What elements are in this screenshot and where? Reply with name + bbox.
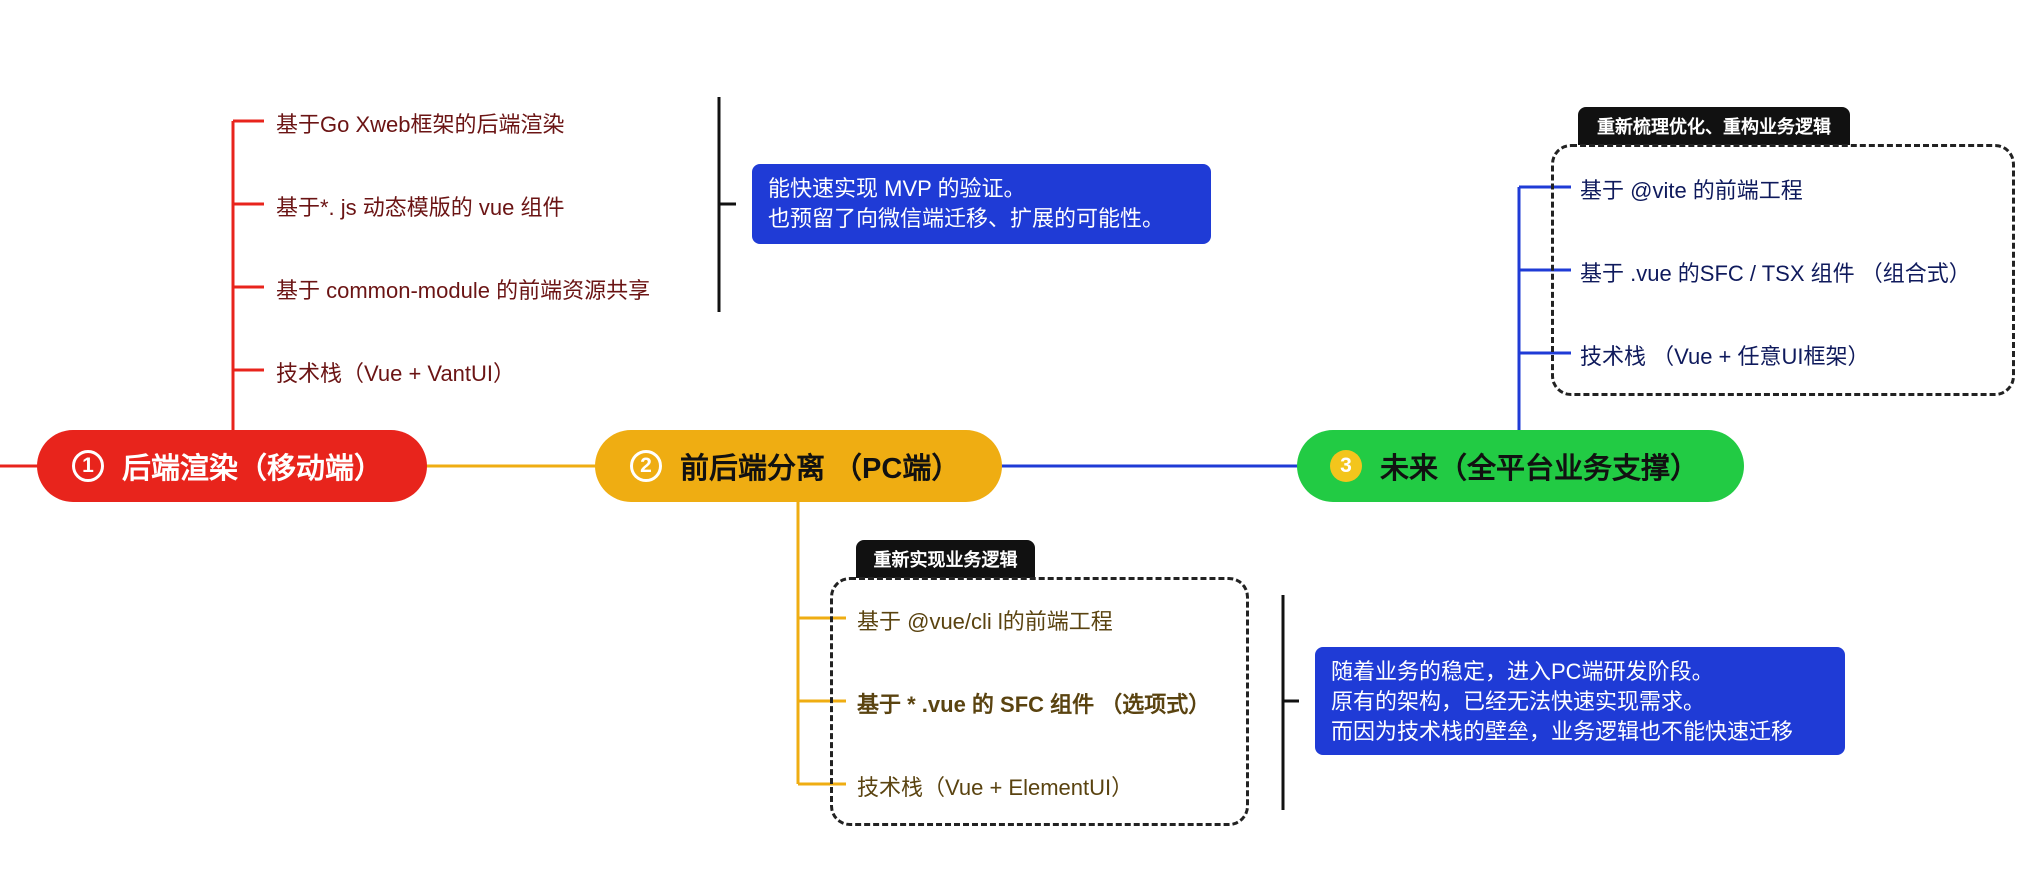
stage2-hub: 2 前后端分离 （PC端）: [595, 430, 1002, 502]
stage2-item: 基于 * .vue 的 SFC 组件 （选项式）: [857, 692, 1211, 717]
stage2-note-line: 原有的架构，已经无法快速实现需求。: [1331, 689, 1706, 714]
stage2-bracket: [1281, 595, 1299, 810]
stage2-title: 前后端分离 （PC端）: [680, 453, 961, 485]
stage3-title: 未来（全平台业务支撑）: [1380, 453, 1700, 485]
stage3-tag: 重新梳理优化、重构业务逻辑: [1578, 107, 1850, 145]
stage3-number-badge: 3: [1330, 450, 1362, 482]
stage1-item: 基于Go Xweb框架的后端渲染: [276, 112, 565, 137]
stage1-title: 后端渲染（移动端）: [122, 453, 384, 485]
stage2-number-badge: 2: [630, 450, 662, 482]
stage1-bracket: [717, 97, 736, 312]
stage2-tag: 重新实现业务逻辑: [856, 540, 1035, 578]
stage1-number-badge: 1: [72, 450, 104, 482]
stage1-item: 基于*. js 动态模版的 vue 组件: [276, 195, 565, 220]
stage1-note-line: 能快速实现 MVP 的验证。: [768, 176, 1026, 201]
stage1-hub: 1 后端渲染（移动端）: [37, 430, 427, 502]
stage3-group-box: [1551, 144, 2015, 396]
stage2-note: 随着业务的稳定，进入PC端研发阶段。 原有的架构，已经无法快速实现需求。 而因为…: [1315, 647, 1845, 755]
stage3-item: 技术栈 （Vue + 任意UI框架）: [1580, 344, 1870, 369]
stage1-item: 基于 common-module 的前端资源共享: [276, 278, 651, 303]
stage1-note-line: 也预留了向微信端迁移、扩展的可能性。: [768, 206, 1165, 231]
stage2-note-line: 而因为技术栈的壁垒，业务逻辑也不能快速迁移: [1331, 719, 1794, 744]
stage3-item: 基于 @vite 的前端工程: [1580, 178, 1803, 203]
stage2-note-line: 随着业务的稳定，进入PC端研发阶段。: [1331, 659, 1714, 684]
stage2-branch-lines: [796, 502, 846, 786]
stage2-group-box: [830, 577, 1249, 826]
stage1-item: 技术栈（Vue + VantUI）: [276, 361, 516, 386]
stage1-branch-lines: [231, 119, 264, 430]
stage2-item: 基于 @vue/cli l的前端工程: [857, 609, 1113, 634]
stage1-note: 能快速实现 MVP 的验证。 也预留了向微信端迁移、扩展的可能性。: [752, 164, 1211, 244]
stage3-branch-lines: [1517, 185, 1571, 430]
stage3-item: 基于 .vue 的SFC / TSX 组件 （组合式）: [1580, 261, 1971, 286]
stage3-hub: 3 未来（全平台业务支撑）: [1297, 430, 1744, 502]
stage2-item: 技术栈（Vue + ElementUI）: [857, 775, 1134, 800]
